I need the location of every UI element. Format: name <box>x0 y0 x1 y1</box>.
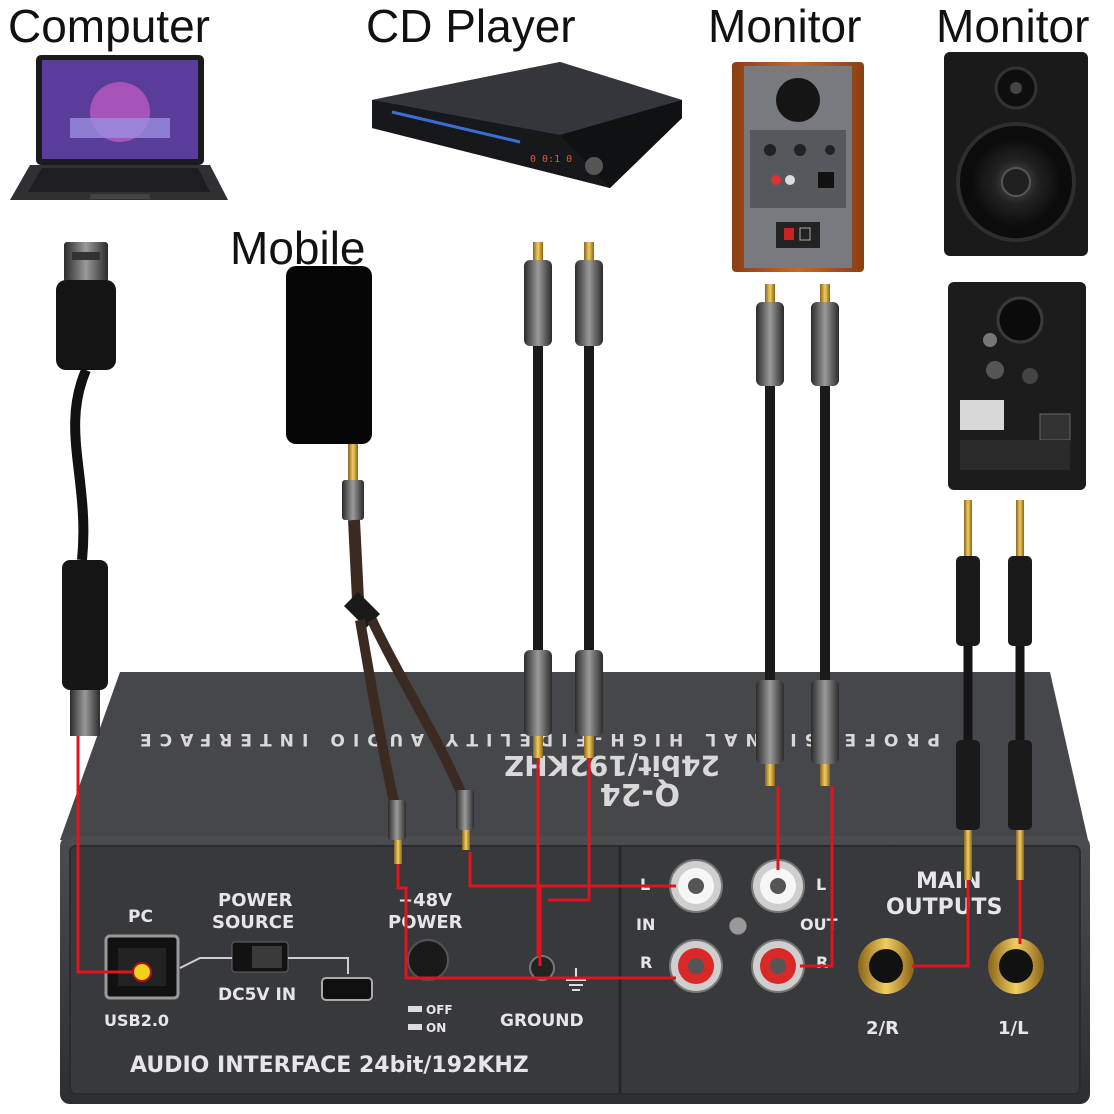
top-brand: Q-24 <box>600 776 680 811</box>
rca-out-r-jack <box>751 939 805 993</box>
audio-interface-box: PROFESSIONAL HIGH-FIDELITY AUDIO INTERFA… <box>60 672 1090 1104</box>
connection-wires <box>76 736 1022 980</box>
phantom-line1: +48V <box>398 890 452 911</box>
panel-screw <box>728 916 748 936</box>
out-2r-label: 2/R <box>866 1018 899 1039</box>
out-l-label: L <box>816 875 826 894</box>
title-computer: Computer <box>8 0 210 52</box>
micro-usb-port <box>321 977 373 1001</box>
phantom-line2: POWER <box>388 912 463 933</box>
trs-out-1l-jack <box>988 938 1044 994</box>
main-outputs-line2: OUTPUTS <box>886 895 1002 920</box>
rca-cable-icon <box>524 242 603 758</box>
title-mobile: Mobile <box>230 222 366 274</box>
bookshelf-speaker-icon <box>732 62 864 272</box>
out-1l-label: 1/L <box>998 1018 1029 1039</box>
out-label: OUT <box>800 915 838 934</box>
y-cable-icon <box>342 444 474 864</box>
trs-cable-icon <box>956 500 1032 880</box>
phantom-power-button <box>407 939 449 981</box>
title-monitor-right: Monitor <box>936 0 1089 52</box>
rca-in-r-jack <box>669 939 723 993</box>
title-monitor-left: Monitor <box>708 0 861 52</box>
trs-out-2r-jack <box>858 938 914 994</box>
studio-monitor-back-icon <box>948 282 1086 490</box>
smartphone-icon <box>286 266 372 444</box>
title-cd-player: CD Player <box>366 0 576 52</box>
switch-on-label: ON <box>426 1021 446 1035</box>
ground-label: GROUND <box>500 1011 584 1031</box>
ground-terminal <box>529 955 555 981</box>
cd-player-icon: 0 0:1 0 <box>372 62 682 188</box>
studio-monitor-icon <box>944 52 1088 256</box>
in-label: IN <box>636 915 655 934</box>
pc-label: PC <box>128 907 153 927</box>
rca-in-l-jack <box>669 859 723 913</box>
laptop-icon <box>10 55 228 200</box>
bottom-label: AUDIO INTERFACE 24bit/192KHZ <box>130 1053 529 1078</box>
svg-text:0 0:1 0: 0 0:1 0 <box>530 154 572 165</box>
power-source-line1: POWER <box>218 890 293 911</box>
power-source-line2: SOURCE <box>212 912 294 933</box>
rca-output-cable-icon <box>756 284 839 786</box>
dc-label: DC5V IN <box>218 985 296 1005</box>
usb-label: USB2.0 <box>104 1011 169 1030</box>
usb-port-highlight <box>132 962 152 982</box>
usb-cable-icon <box>56 242 116 736</box>
switch-off-label: OFF <box>426 1003 453 1017</box>
in-r-label: R <box>640 953 652 972</box>
out-r-label: R <box>816 953 828 972</box>
